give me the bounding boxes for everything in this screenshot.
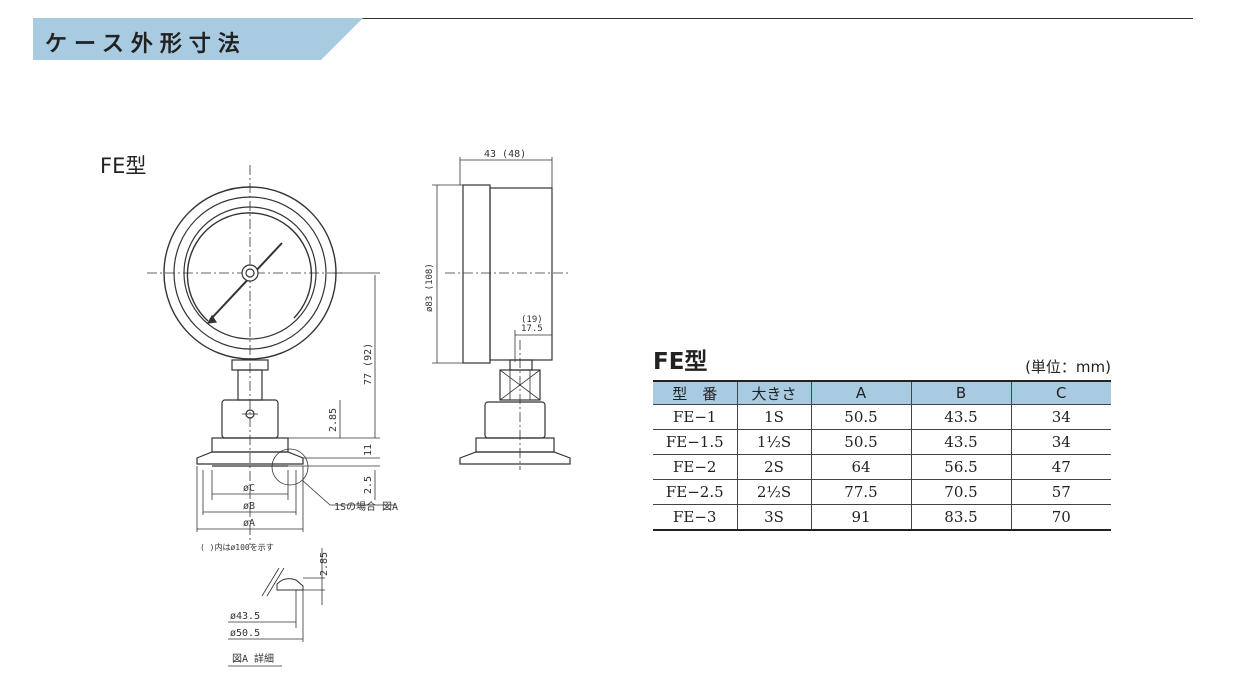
note-label: ( )内はø100を示す bbox=[200, 542, 274, 552]
cell-size: 1S bbox=[736, 404, 811, 430]
dim-17-5-label: 17.5 bbox=[521, 324, 543, 334]
detail-a bbox=[228, 548, 325, 667]
cell-b: 70.5 bbox=[910, 479, 1011, 505]
cell-model: FE−3 bbox=[673, 508, 717, 526]
header-model: 型 番 bbox=[653, 381, 737, 405]
cell-size: 1½S bbox=[736, 429, 811, 455]
front-view bbox=[147, 165, 395, 545]
header-size: 大きさ bbox=[736, 381, 811, 405]
cell-c: 34 bbox=[1010, 429, 1111, 455]
side-view bbox=[432, 157, 571, 470]
cell-size: 3S bbox=[736, 504, 811, 530]
header-b: B bbox=[910, 381, 1011, 405]
table-header-row: 型 番 大きさ A B C bbox=[653, 381, 1111, 405]
detail-caption: 図A 詳細 bbox=[232, 652, 274, 665]
table-row: FE−3 3S 91 83.5 70 bbox=[653, 504, 1111, 530]
dim-diameter-label: ø83 (108) bbox=[425, 263, 435, 312]
drawing-title: FE型 bbox=[100, 154, 147, 178]
detail-50-5-label: ø50.5 bbox=[230, 628, 260, 639]
cell-model: FE−1.5 bbox=[653, 429, 737, 455]
cell-a: 91 bbox=[810, 504, 911, 530]
table-unit: (単位：mm) bbox=[1025, 358, 1111, 376]
table-row: FE−1 1S 50.5 43.5 34 bbox=[653, 404, 1111, 430]
dim-depth-label: 43 (48) bbox=[484, 149, 526, 160]
cell-c: 70 bbox=[1010, 504, 1111, 530]
table-row: FE−1.5 1½S 50.5 43.5 34 bbox=[653, 429, 1111, 455]
cell-model: FE−2.5 bbox=[653, 479, 737, 505]
table-row: FE−2 2S 64 56.5 47 bbox=[653, 454, 1111, 480]
cell-b: 56.5 bbox=[910, 454, 1011, 480]
table-row: FE−2.5 2½S 77.5 70.5 57 bbox=[653, 479, 1111, 505]
cell-a: 77.5 bbox=[810, 479, 911, 505]
cell-a: 50.5 bbox=[810, 404, 911, 430]
header-a: A bbox=[810, 381, 911, 405]
table-title: FE型 bbox=[653, 349, 708, 375]
cell-a: 64 bbox=[810, 454, 911, 480]
cell-model: FE−1 bbox=[653, 404, 737, 430]
cell-a: 50.5 bbox=[810, 429, 911, 455]
cell-size: 2½S bbox=[736, 479, 811, 505]
section-title: ケース外形寸法 bbox=[45, 32, 247, 57]
dim-height-label: 77 (92) bbox=[363, 343, 374, 385]
cell-model: FE−2 bbox=[653, 454, 737, 480]
cell-size: 2S bbox=[736, 454, 811, 480]
dim-19-label: (19) bbox=[521, 315, 543, 325]
cell-b: 83.5 bbox=[910, 504, 1011, 530]
cell-c: 47 bbox=[1010, 454, 1111, 480]
spec-table: 型 番 大きさ A B C FE−1 1S 50.5 43.5 34 FE−1.… bbox=[653, 380, 1111, 531]
header-c: C bbox=[1010, 381, 1111, 405]
top-rule bbox=[33, 18, 1193, 19]
dim-2-5-label: 2.5 bbox=[363, 476, 374, 494]
case-dimension-drawing: 77 (92) 2.85 11 2.5 øC øB øA 1Sの場合 図A ( … bbox=[147, 149, 571, 667]
phi-a-label: øA bbox=[243, 518, 255, 529]
phi-b-label: øB bbox=[243, 501, 255, 512]
callout-label: 1Sの場合 図A bbox=[334, 500, 398, 513]
cell-c: 34 bbox=[1010, 404, 1111, 430]
banner-background bbox=[33, 18, 363, 60]
dim-2-85-label: 2.85 bbox=[328, 408, 339, 432]
phi-c-label: øC bbox=[243, 483, 255, 494]
cell-c: 57 bbox=[1010, 479, 1111, 505]
cell-b: 43.5 bbox=[910, 404, 1011, 430]
detail-43-5-label: ø43.5 bbox=[230, 611, 260, 622]
detail-2-85-label: 2.85 bbox=[319, 552, 330, 576]
section-banner: ケース外形寸法 bbox=[33, 18, 363, 60]
dim-11-label: 11 bbox=[363, 444, 374, 456]
cell-b: 43.5 bbox=[910, 429, 1011, 455]
